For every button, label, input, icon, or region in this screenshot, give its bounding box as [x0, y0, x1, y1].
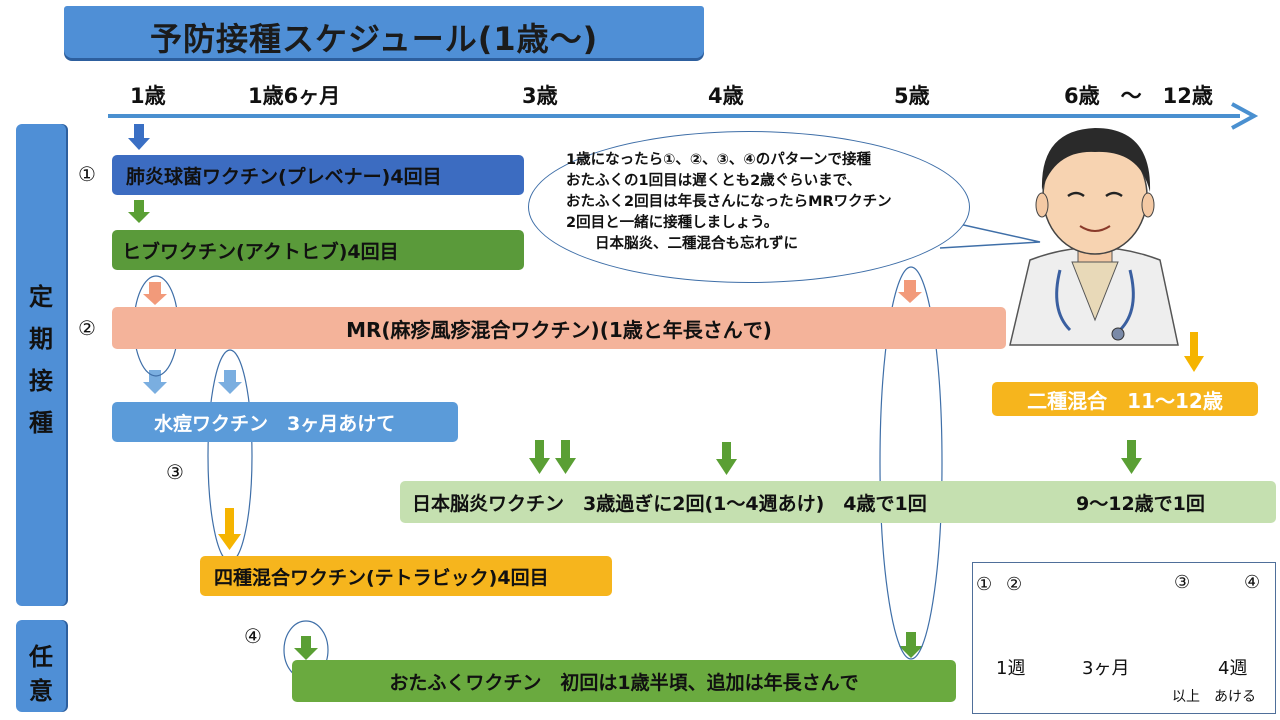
- doctor-illustration: [1009, 128, 1179, 346]
- arrow-orange-1: [1184, 332, 1204, 372]
- age-5: 5歳: [894, 84, 930, 108]
- age-3: 3歳: [522, 84, 558, 108]
- arrow-blue-1: [128, 124, 150, 150]
- side-label-optional: 任 意: [29, 643, 53, 705]
- arrow-orange-2: [218, 508, 241, 550]
- bar-mr: MR(麻疹風疹混合ワクチン)(1歳と年長さんで): [112, 307, 1006, 349]
- bar-mumps: おたふくワクチン 初回は1歳半頃、追加は年長さんで: [292, 660, 956, 702]
- bar-dt-label: 二種混合 11～12歳: [1027, 388, 1223, 413]
- legend-marker-1: ①: [976, 574, 993, 595]
- age-6-12: 6歳 ～ 12歳: [1064, 84, 1213, 108]
- legend-interval-2: 3ヶ月: [1082, 658, 1130, 679]
- bar-dtp-ipv: 四種混合ワクチン(テトラビック)4回目: [200, 556, 612, 596]
- title-banner: [64, 6, 704, 58]
- legend-interval-1: 1週: [996, 658, 1026, 679]
- bar-dt: 二種混合 11～12歳: [992, 382, 1258, 416]
- legend-marker-3: ③: [1174, 572, 1191, 593]
- bar-mr-label: MR(麻疹風疹混合ワクチン)(1歳と年長さんで): [346, 317, 772, 342]
- legend-interval-3: 4週: [1218, 658, 1248, 679]
- legend-marker-4: ④: [1244, 572, 1261, 593]
- bar-dtp-ipv-label: 四種混合ワクチン(テトラビック)4回目: [214, 566, 549, 589]
- pattern-marker-3: ③: [166, 460, 184, 484]
- speech-tail: [939, 221, 1041, 249]
- speech-text: 1歳になったら①、②、③、④のパターンで接種 おたふくの1回目は遅くとも2歳ぐら…: [566, 152, 892, 252]
- arrow-salmon-1: [143, 282, 167, 305]
- legend-note: 以上 あける: [1172, 689, 1256, 705]
- bar-mumps-label: おたふくワクチン 初回は1歳半頃、追加は年長さんで: [389, 671, 859, 694]
- pattern-marker-4: ④: [244, 624, 262, 648]
- legend-marker-2: ②: [1006, 574, 1023, 595]
- bar-je-label: 日本脳炎ワクチン 3歳過ぎに2回(1～4週あけ) 4歳で1回: [412, 492, 927, 515]
- arrow-green-je-2: [555, 440, 576, 474]
- group-ellipse-3: [879, 266, 943, 660]
- bar-varicella: 水痘ワクチン 3ヶ月あけて: [112, 402, 458, 442]
- bar-hib: ヒブワクチン(アクトヒブ)4回目: [112, 230, 524, 270]
- arrow-lightblue-2: [218, 370, 242, 394]
- side-label-regular: 定 期 接 種: [29, 283, 53, 437]
- bar-hib-label: ヒブワクチン(アクトヒブ)4回目: [122, 240, 399, 263]
- age-4: 4歳: [708, 84, 744, 108]
- legend-box: [972, 562, 1276, 714]
- arrow-green-mumps-2: [899, 632, 923, 658]
- page-title: 予防接種スケジュール(1歳～): [150, 20, 599, 58]
- speech-bubble: [528, 131, 970, 283]
- bar-varicella-label: 水痘ワクチン 3ヶ月あけて: [154, 412, 396, 435]
- arrow-green-1: [128, 200, 150, 223]
- arrow-salmon-2: [898, 280, 922, 303]
- side-banner-optional: [16, 620, 66, 712]
- bar-je: 日本脳炎ワクチン 3歳過ぎに2回(1～4週あけ) 4歳で1回 9～12歳で1回: [400, 481, 1276, 523]
- bar-pneumococcal: 肺炎球菌ワクチン(プレベナー)4回目: [112, 155, 524, 195]
- bar-pneumococcal-label: 肺炎球菌ワクチン(プレベナー)4回目: [126, 165, 442, 188]
- side-banner-regular: [16, 124, 66, 606]
- age-1: 1歳: [130, 84, 166, 108]
- pattern-marker-2: ②: [78, 316, 96, 340]
- arrow-green-je-1: [529, 440, 550, 474]
- arrow-green-je-4: [1121, 440, 1142, 474]
- timeline-arrow: [108, 102, 1259, 130]
- pattern-marker-1: ①: [78, 162, 96, 186]
- age-1-6m: 1歳6ヶ月: [248, 84, 341, 108]
- arrow-green-je-3: [716, 442, 737, 475]
- bar-je-late-label: 9～12歳で1回: [1076, 492, 1205, 515]
- arrow-green-mumps-1: [294, 636, 318, 660]
